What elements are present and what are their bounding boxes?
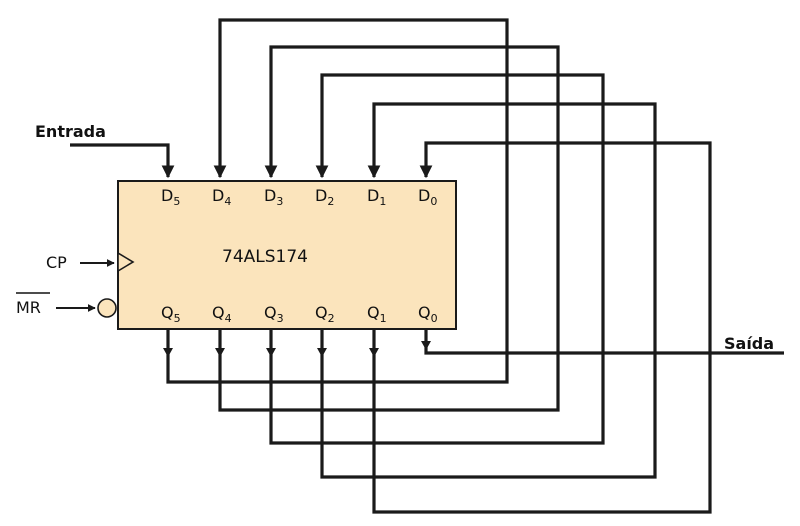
reset-inversion-bubble <box>97 298 117 318</box>
pin-d5: D5 <box>161 186 180 208</box>
wire-q0-saida <box>424 329 784 355</box>
wire-q4-d3 <box>218 45 560 412</box>
pin-q5: Q5 <box>161 303 181 325</box>
chip-name: 74ALS174 <box>222 247 308 267</box>
pin-q0: Q0 <box>418 303 438 325</box>
input-label: Entrada <box>35 122 106 141</box>
pin-d4: D4 <box>212 186 231 208</box>
pin-q1: Q1 <box>367 303 387 325</box>
pin-q4: Q4 <box>212 303 232 325</box>
output-label: Saída <box>724 334 774 353</box>
reset-label: MR <box>16 298 41 317</box>
clock-label: CP <box>46 253 67 272</box>
pin-d3: D3 <box>264 186 283 208</box>
pin-q2: Q2 <box>315 303 335 325</box>
wire-q3-d2 <box>269 73 605 445</box>
wire-entrada-d5 <box>70 143 175 179</box>
q-output-arrows <box>163 341 431 357</box>
pin-d2: D2 <box>315 186 334 208</box>
chip-body <box>117 180 457 330</box>
wire-q5-d4 <box>166 18 509 384</box>
wire-q1-d0 <box>372 141 712 514</box>
pin-d0: D0 <box>418 186 437 208</box>
pin-d1: D1 <box>367 186 386 208</box>
pin-q3: Q3 <box>264 303 284 325</box>
clock-input-triangle <box>117 251 135 273</box>
wire-q2-d1 <box>320 102 657 479</box>
